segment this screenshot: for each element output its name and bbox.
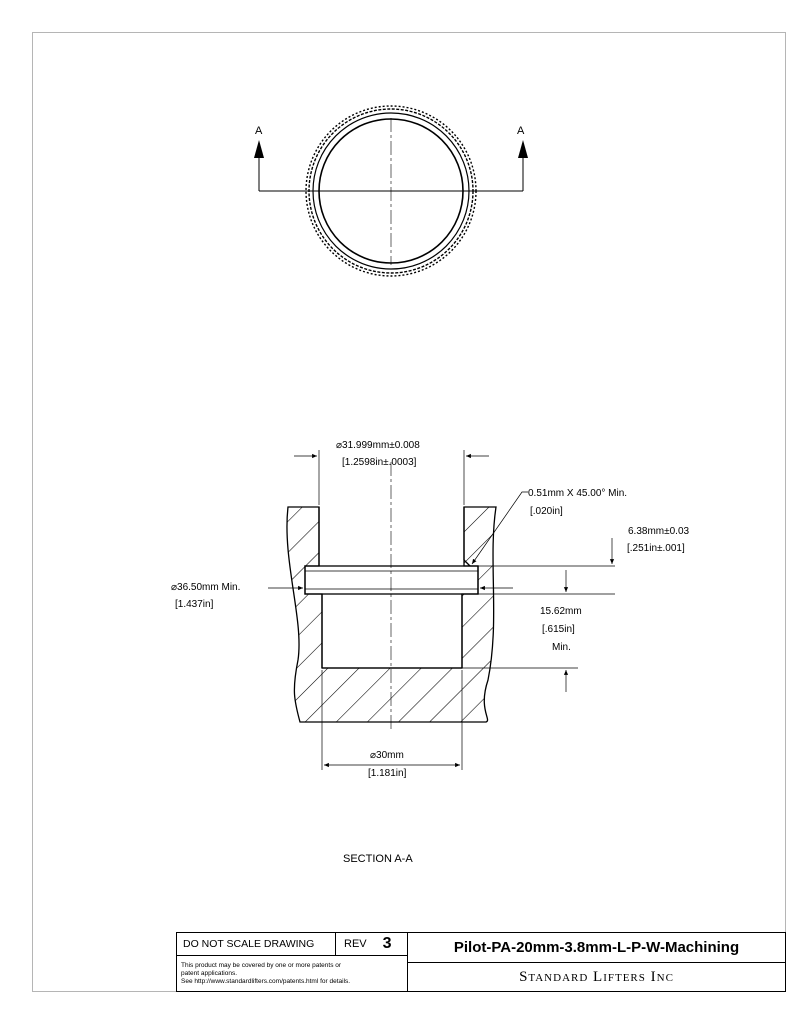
dim-bore-depth-inch: [.615in] [542, 624, 575, 635]
section-marker-right: A [517, 125, 525, 137]
section-arrow-left-icon [254, 140, 264, 158]
rev-value: 3 [382, 935, 392, 952]
dim-bore-top-inch: [1.2598in±.0003] [342, 457, 417, 468]
company-name: Standard Lifters Inc [407, 962, 786, 992]
section-label: SECTION A-A [343, 853, 413, 865]
section-marker-left: A [255, 125, 263, 137]
dim-chamfer-mm: 0.51mm X 45.00° Min. [528, 488, 627, 499]
part-number: Pilot-PA-20mm-3.8mm-L-P-W-Machining [407, 932, 786, 963]
dim-bore-depth-mm: 15.62mm [540, 606, 582, 617]
dim-bore-bottom-inch: [1.181in] [368, 768, 407, 779]
rev-label: REV [344, 938, 367, 950]
dim-bore-bottom-mm: ⌀30mm [370, 750, 404, 761]
patent-notice: This product may be covered by one or mo… [176, 955, 408, 992]
dim-groove-dia-inch: [1.437in] [175, 599, 214, 610]
dim-groove-dia-mm: ⌀36.50mm Min. [171, 582, 240, 593]
dim-bore-depth-suffix: Min. [552, 642, 571, 653]
rev-box: REV 3 [335, 932, 408, 956]
dim-groove-depth-mm: 6.38mm±0.03 [628, 526, 690, 537]
section-view: ⌀31.999mm±0.008 [1.2598in±.0003] 0.51mm … [171, 440, 690, 779]
dim-groove-depth-inch: [.251in±.001] [627, 543, 685, 554]
dim-chamfer-inch: [.020in] [530, 506, 563, 517]
section-arrow-right-icon [518, 140, 528, 158]
scale-note: DO NOT SCALE DRAWING [176, 932, 336, 956]
dim-bore-top-mm: ⌀31.999mm±0.008 [336, 440, 420, 451]
top-view: A A [254, 105, 528, 277]
title-block: DO NOT SCALE DRAWING REV 3 This product … [176, 932, 786, 992]
